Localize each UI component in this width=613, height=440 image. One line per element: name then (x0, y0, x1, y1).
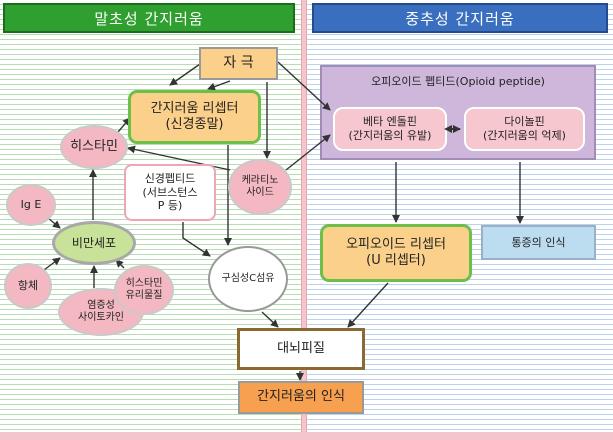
cerebral-cortex-node: 대뇌피질 (237, 328, 365, 370)
arrow-opioid-receptor-to-cortex (347, 282, 389, 328)
arrow-neuropeptide-to-c-fiber (182, 222, 211, 257)
kallikrein-node: 케라티노 사이드 (228, 159, 292, 215)
ige-node: Ig E (6, 184, 56, 226)
arrow-antibody-to-mast-cell (43, 257, 61, 271)
pain-perception-node: 통증의 인식 (481, 225, 596, 260)
arrow-stimulus-to-receptor (207, 80, 231, 91)
histamine-release-agent-node: 히스타민 유리물질 (114, 265, 174, 315)
cytokine-label-1: 염증성 (87, 300, 115, 311)
kallikrein-label-1: 케라티노 (241, 175, 279, 186)
itch-receptor-label: 간지러움 리셉터 (150, 100, 239, 116)
histamine-node: 히스타민 (60, 125, 128, 169)
antibody-node: 항체 (4, 263, 52, 309)
beta-endorphin-label: 베타 엔돌핀 (362, 115, 418, 129)
neuropeptide-node: 신경펩티드 (서브스턴스 P 등) (124, 164, 216, 221)
cytokine-label-2: 사이토카인 (78, 312, 124, 323)
mast-cell-node: 비만세포 (52, 221, 136, 265)
neuropeptide-label: 신경펩티드 (144, 171, 196, 185)
beta-endorphin-node: 베타 엔돌핀 (간지러움의 유발) (333, 107, 447, 151)
dynorphin-node: 다이놀핀 (간지러움의 억제) (464, 107, 585, 151)
opioid-receptor-label: 오피오이드 리셉터 (346, 236, 446, 252)
kallikrein-label-2: 사이드 (246, 187, 274, 198)
peripheral-itch-title: 말초성 간지러움 (3, 3, 295, 33)
panel-divider (301, 0, 307, 440)
itch-receptor-node: 간지러움 리셉터 (신경종말) (128, 90, 261, 144)
neuropeptide-sublabel-1: (서브스턴스 (142, 185, 198, 199)
arrow-ige-to-mast-cell (47, 217, 61, 229)
arrow-release-to-mast-cell (115, 259, 125, 269)
opioid-receptor-node: 오피오이드 리셉터 (U 리셉터) (320, 224, 472, 282)
itch-receptor-sublabel: (신경종말) (165, 117, 224, 132)
c-fiber-node: 구심성C섬유 (208, 246, 288, 312)
arrow-c-fiber-to-cortex (261, 311, 279, 328)
opioid-receptor-sublabel: (U 리셉터) (366, 253, 426, 268)
arrow-stimulus-to-opioid (277, 61, 331, 111)
itch-perception-node: 간지러움의 인식 (238, 381, 364, 414)
stimulus-node: 자 극 (199, 47, 278, 80)
beta-endorphin-sublabel: (간지러움의 유발) (348, 129, 432, 142)
release-agent-label-2: 유리물질 (125, 290, 163, 301)
dynorphin-sublabel: (간지러움의 억제) (483, 129, 566, 142)
opioid-peptide-label: 오피오이드 펩티드(Opioid peptide) (371, 75, 545, 88)
neuropeptide-sublabel-2: P 등) (157, 199, 183, 213)
arrow-kallikrein-to-opioid (285, 134, 331, 171)
arrow-stimulus-to-histamine (169, 63, 201, 86)
bottom-border (0, 432, 613, 440)
release-agent-label-1: 히스타민 (125, 278, 163, 289)
central-itch-title: 중추성 간지러움 (312, 3, 608, 33)
dynorphin-label: 다이놀핀 (504, 115, 545, 129)
